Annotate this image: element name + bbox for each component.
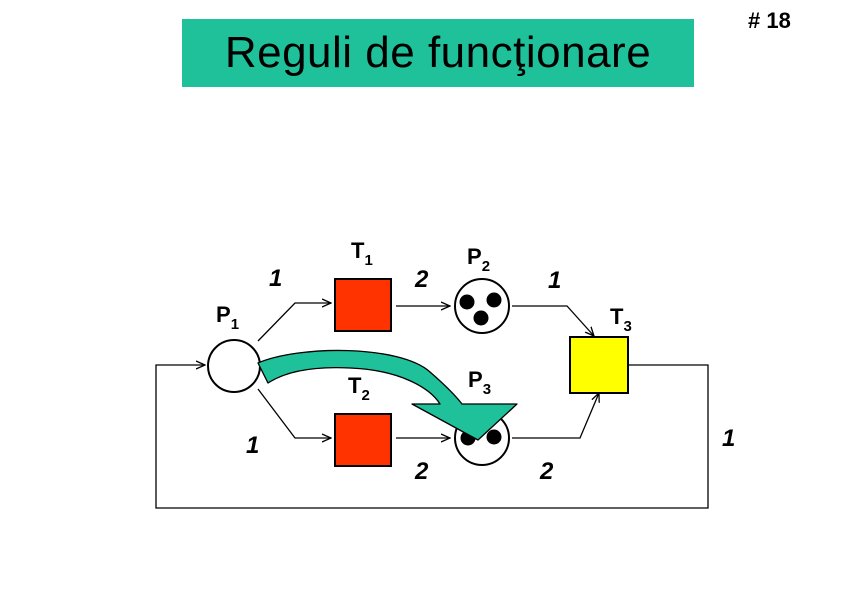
weight-t1-p2: 2 xyxy=(414,266,429,293)
transition-t2 xyxy=(334,413,392,467)
label-t2: T2 xyxy=(348,373,370,404)
firing-arrow xyxy=(257,349,518,441)
label-t1: T1 xyxy=(351,238,373,269)
weight-t3-p1: 1 xyxy=(722,425,735,452)
arc-p3-t3 xyxy=(512,393,599,439)
token xyxy=(486,292,502,308)
arc-p1-t2 xyxy=(257,388,331,438)
token xyxy=(473,310,489,326)
label-p3: P3 xyxy=(468,367,491,398)
label-t3: T3 xyxy=(610,304,632,335)
token xyxy=(459,294,475,310)
label-p2: P2 xyxy=(467,244,490,275)
weight-p1-t2: 1 xyxy=(246,432,259,459)
weight-p3-t3: 2 xyxy=(539,458,554,485)
slide-title: Reguli de funcţionare xyxy=(224,28,652,77)
arc-p2-t3 xyxy=(512,305,594,336)
weight-p2-t3: 1 xyxy=(548,267,561,294)
slide-number: # 18 xyxy=(748,8,791,33)
token xyxy=(486,429,502,445)
title-banner: Reguli de funcţionare xyxy=(182,19,694,87)
arc-t3-p1 xyxy=(155,365,709,509)
weight-t2-p3: 2 xyxy=(414,458,429,485)
weight-p1-t1: 1 xyxy=(269,265,282,292)
label-p1: P1 xyxy=(216,302,239,333)
arc-p1-t1 xyxy=(257,303,331,342)
place-p2 xyxy=(454,278,510,334)
place-p1 xyxy=(207,339,261,393)
transition-t1 xyxy=(334,278,392,332)
transition-t3 xyxy=(569,336,629,394)
